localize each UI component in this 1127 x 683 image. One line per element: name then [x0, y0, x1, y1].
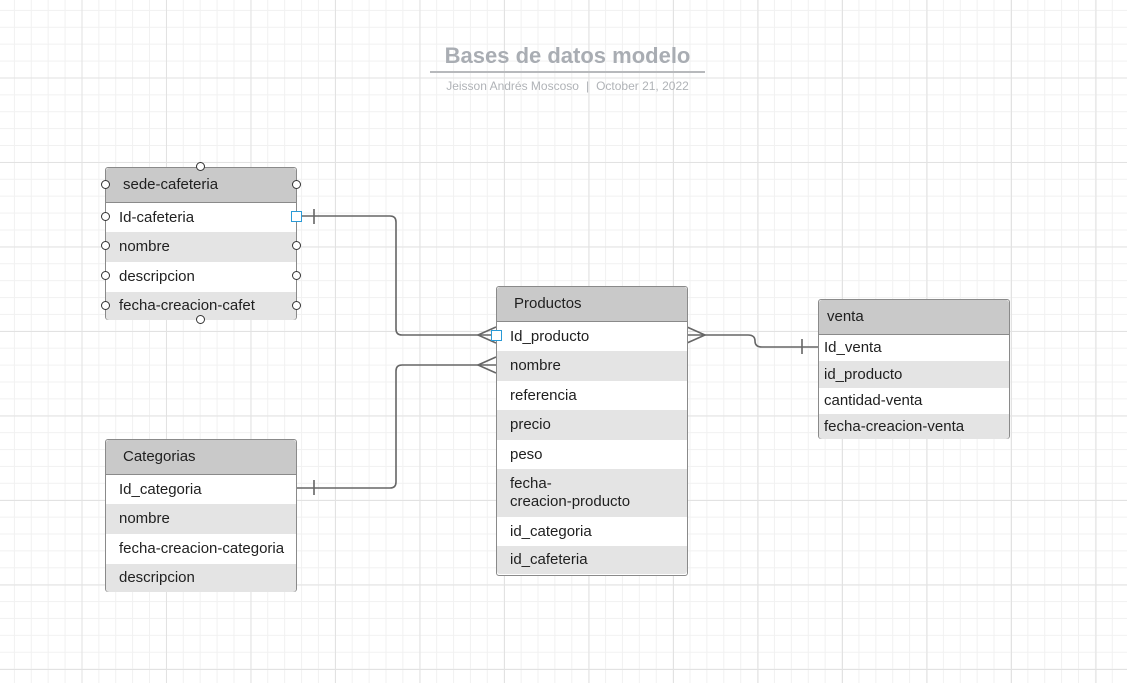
entity-header[interactable]: Productos — [497, 287, 687, 322]
field-row[interactable]: id_categoria — [510, 522, 592, 540]
field-row[interactable]: referencia — [510, 386, 577, 404]
entity-header[interactable]: sede-cafeteria — [106, 168, 296, 203]
connection-handle[interactable] — [100, 300, 110, 310]
field-row[interactable]: fecha- creacion-producto — [497, 469, 687, 517]
many-marker-productos-venta — [686, 326, 707, 344]
entity-header[interactable]: Categorias — [106, 440, 296, 475]
connector-categorias-productos[interactable] — [296, 364, 496, 489]
field-row[interactable]: precio — [497, 410, 687, 440]
field-row[interactable]: Id_venta — [824, 339, 882, 356]
document-meta: Jeisson Andrés Moscoso | October 21, 2022 — [430, 79, 705, 93]
field-row[interactable]: nombre — [106, 504, 296, 534]
document-author: Jeisson Andrés Moscoso — [446, 79, 579, 93]
field-row[interactable]: cantidad-venta — [824, 392, 923, 409]
field-row[interactable]: Id_categoria — [119, 480, 202, 498]
entity-categorias[interactable]: Categorias Id_categoria nombre fecha-cre… — [105, 439, 297, 592]
resize-handle-bottom[interactable] — [196, 315, 205, 324]
entity-productos[interactable]: Productos Id_producto nombre referencia … — [496, 286, 688, 576]
document-title-block: Bases de datos modelo Jeisson Andrés Mos… — [430, 42, 705, 93]
connection-handle[interactable] — [291, 179, 301, 189]
connection-handle[interactable] — [291, 300, 301, 310]
connection-handle[interactable] — [100, 241, 110, 250]
field-row[interactable]: id_producto — [819, 361, 1009, 388]
connection-handle[interactable] — [100, 211, 110, 221]
entity-venta[interactable]: venta Id_venta id_producto cantidad-vent… — [818, 299, 1010, 439]
connection-handle[interactable] — [100, 270, 110, 280]
resize-handle-top[interactable] — [196, 162, 205, 171]
field-row[interactable]: id_cafeteria — [497, 546, 687, 574]
field-row[interactable]: Id-cafeteria — [119, 208, 195, 226]
document-title[interactable]: Bases de datos modelo — [430, 42, 705, 73]
connection-handle[interactable] — [291, 241, 301, 250]
meta-separator: | — [585, 79, 590, 93]
connection-handle[interactable] — [291, 270, 301, 280]
many-marker-productos-nombre — [476, 356, 497, 374]
field-row[interactable]: nombre — [106, 232, 296, 262]
many-marker-productos-id — [476, 326, 497, 344]
entity-header[interactable]: venta — [819, 300, 1009, 335]
field-row[interactable]: descripcion — [106, 564, 296, 592]
document-date: October 21, 2022 — [596, 79, 689, 93]
field-row[interactable]: nombre — [497, 351, 687, 381]
field-row[interactable]: Id_producto — [510, 327, 590, 345]
field-row[interactable]: fecha-creacion-categoria — [119, 540, 285, 557]
selected-connection-point[interactable] — [291, 210, 302, 222]
entity-sede-cafeteria[interactable]: sede-cafeteria Id-cafeteria nombre descr… — [105, 167, 297, 320]
connection-handle[interactable] — [100, 179, 110, 189]
connector-sede-productos[interactable] — [296, 215, 496, 336]
field-row[interactable]: descripcion — [119, 268, 195, 285]
field-row[interactable]: fecha-creacion-cafet — [106, 292, 296, 320]
field-row[interactable]: peso — [510, 445, 543, 463]
selected-connection-point[interactable] — [490, 329, 502, 341]
connector-productos-venta[interactable] — [687, 334, 819, 348]
field-row[interactable]: fecha-creacion-venta — [819, 414, 1009, 439]
